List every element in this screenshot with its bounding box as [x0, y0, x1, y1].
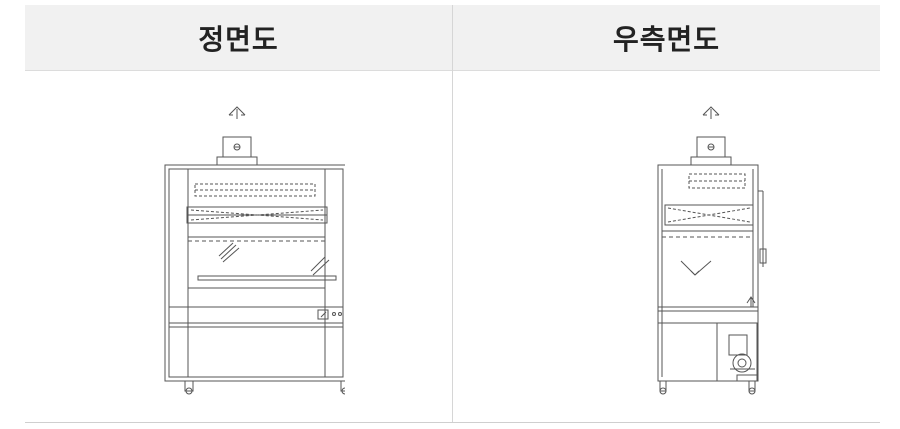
- base-cabinet: [165, 322, 345, 382]
- table-bottom-border: [25, 422, 880, 423]
- side-elevation-drawing: [657, 106, 767, 395]
- front-elevation-drawing: [164, 106, 345, 395]
- airflow-arrow-icon: [662, 230, 753, 276]
- work-surface: [658, 306, 758, 324]
- front-view-heading: 정면도: [25, 5, 452, 70]
- exhaust-duct: [690, 136, 732, 166]
- exhaust-duct: [216, 136, 258, 166]
- caster-wheels: [184, 380, 345, 395]
- side-view-heading: 우측면도: [453, 5, 880, 70]
- exhaust-arrow-icon: [702, 106, 720, 119]
- hepa-filter: [688, 173, 746, 189]
- blower-unit: [716, 322, 758, 382]
- sash-window: [188, 236, 337, 289]
- hepa-filter: [194, 183, 316, 197]
- up-arrow-icon: [746, 296, 756, 307]
- light-fixture: [186, 206, 328, 224]
- comparison-table: 정면도 우측면도: [25, 5, 880, 423]
- cabinet-body: [657, 164, 767, 382]
- cabinet-body: [164, 164, 345, 382]
- exhaust-arrow-icon: [228, 106, 246, 119]
- control-panel: [169, 306, 343, 320]
- light-fixture: [664, 204, 754, 226]
- column-divider: [452, 5, 453, 423]
- caster-wheels: [659, 380, 756, 395]
